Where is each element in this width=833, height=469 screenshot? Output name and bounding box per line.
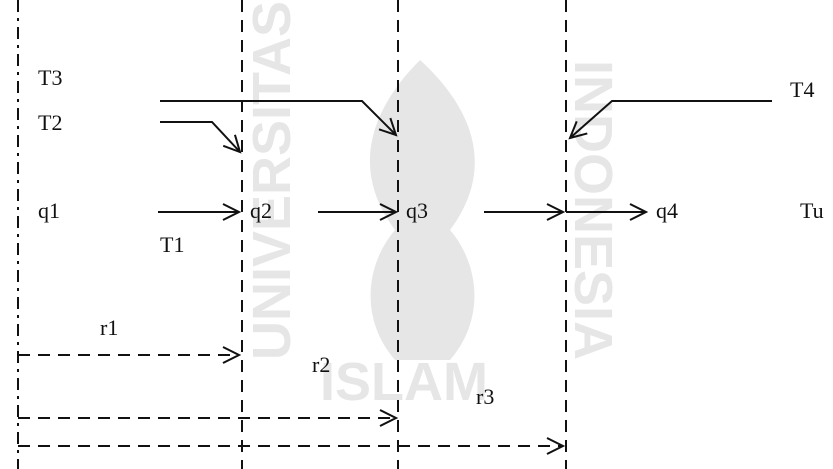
label-q4: q4 [656,198,678,223]
label-r3: r3 [476,384,494,409]
watermark-text-left: UNIVERSITAS [242,1,302,360]
label-T3: T3 [38,65,62,90]
label-T1: T1 [160,232,184,257]
watermark-text-right: INDONESIA [563,60,623,360]
label-r2: r2 [312,352,330,377]
arrow-T4 [570,100,772,138]
label-T2: T2 [38,110,62,135]
watermark-text-bottom: ISLAM [320,352,488,412]
label-Tu: Tu [800,198,824,223]
label-r1: r1 [100,315,118,340]
label-q1: q1 [38,198,60,223]
label-q3: q3 [406,198,428,223]
label-q2: q2 [250,198,272,223]
arrow-T3 [160,100,396,135]
arrow-T2 [160,121,240,152]
label-T4: T4 [790,77,814,102]
